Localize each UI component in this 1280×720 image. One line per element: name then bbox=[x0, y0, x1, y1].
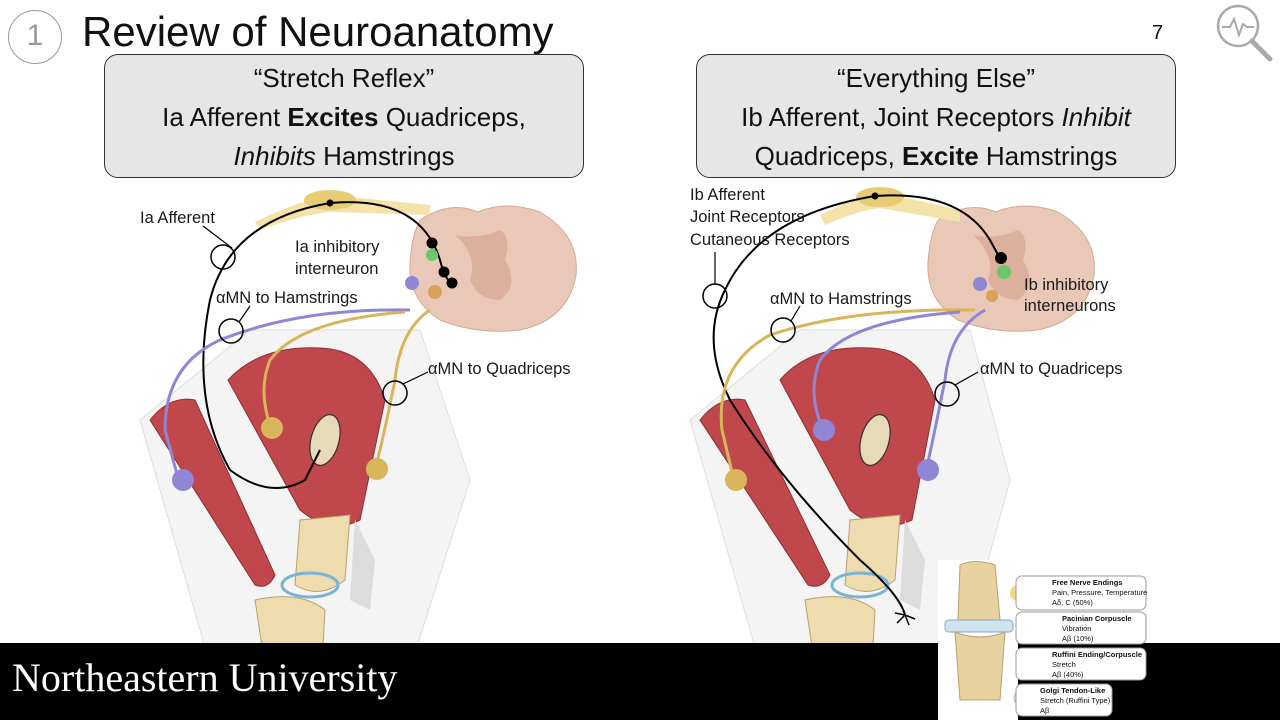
page-number: 7 bbox=[1152, 22, 1164, 44]
ib-interneuron-cell bbox=[997, 265, 1011, 279]
ib-interneuron-label: Ib inhibitory bbox=[1024, 276, 1109, 294]
callout-text: Ib Afferent, Joint Receptors bbox=[741, 102, 1062, 132]
callout-line: Ia Afferent Excites Quadriceps, bbox=[105, 98, 583, 137]
slide-number-badge: 1 bbox=[8, 10, 62, 64]
left-reflex-diagram bbox=[139, 190, 577, 701]
amn-hamstrings-label: αMN to Hamstrings bbox=[216, 289, 358, 307]
ia-afferent-label: Ia Afferent bbox=[140, 209, 215, 227]
callout-text: Hamstrings bbox=[315, 141, 455, 171]
amn-quadriceps-label: αMN to Quadriceps bbox=[428, 360, 571, 378]
right-reflex-diagram bbox=[689, 187, 1095, 701]
hamstring-muscle bbox=[699, 398, 831, 587]
ia-interneuron-cell bbox=[426, 249, 438, 261]
knee-joint-bone bbox=[957, 561, 1001, 627]
university-wordmark: Northeastern University bbox=[12, 655, 398, 700]
stretch-reflex-callout: “Stretch Reflex” Ia Afferent Excites Qua… bbox=[104, 54, 584, 178]
callout-text: Hamstrings bbox=[978, 141, 1118, 171]
callout-line: Ib Afferent, Joint Receptors Inhibit bbox=[697, 98, 1175, 137]
callout-bold-text: Excites bbox=[287, 102, 379, 132]
callout-line: “Stretch Reflex” bbox=[253, 63, 435, 93]
amn-quadriceps-fiber bbox=[926, 308, 986, 463]
callout-line: Inhibits Hamstrings bbox=[105, 137, 583, 176]
hamstring-muscle bbox=[149, 398, 276, 587]
everything-else-callout: “Everything Else” Ib Afferent, Joint Rec… bbox=[696, 54, 1176, 178]
ia-interneuron-label: interneuron bbox=[295, 260, 379, 278]
callout-line: “Everything Else” bbox=[837, 63, 1035, 93]
callout-text: Ia Afferent bbox=[162, 102, 288, 132]
callout-text: Quadriceps, bbox=[754, 141, 903, 171]
dorsal-root-ganglion bbox=[856, 187, 904, 207]
amn-quadriceps-label: αMN to Quadriceps bbox=[980, 360, 1123, 378]
cutaneous-receptors-label: Cutaneous Receptors bbox=[690, 231, 850, 249]
amn-hamstrings-fiber bbox=[719, 308, 976, 473]
muscle-spindle bbox=[309, 414, 341, 466]
amn-hamstrings-label: αMN to Hamstrings bbox=[770, 290, 912, 308]
callout-bold-text: Excite bbox=[902, 141, 979, 171]
callout-italic-text: Inhibit bbox=[1061, 102, 1131, 132]
callout-italic-text: Inhibits bbox=[233, 141, 316, 171]
callout-line: Quadriceps, Excite Hamstrings bbox=[697, 137, 1175, 176]
slide-title: Review of Neuroanatomy bbox=[82, 8, 554, 55]
ia-interneuron-label: Ia inhibitory bbox=[295, 238, 380, 256]
joint-receptors-label: Joint Receptors bbox=[690, 208, 805, 226]
amn-quadriceps-fiber bbox=[375, 308, 431, 463]
amn-hamstrings-fiber bbox=[163, 308, 411, 479]
ib-interneuron-label: interneurons bbox=[1024, 297, 1116, 315]
callout-text: Quadriceps, bbox=[378, 102, 526, 132]
muscle-spindle bbox=[859, 414, 891, 466]
ib-afferent-label: Ib Afferent bbox=[690, 186, 765, 204]
